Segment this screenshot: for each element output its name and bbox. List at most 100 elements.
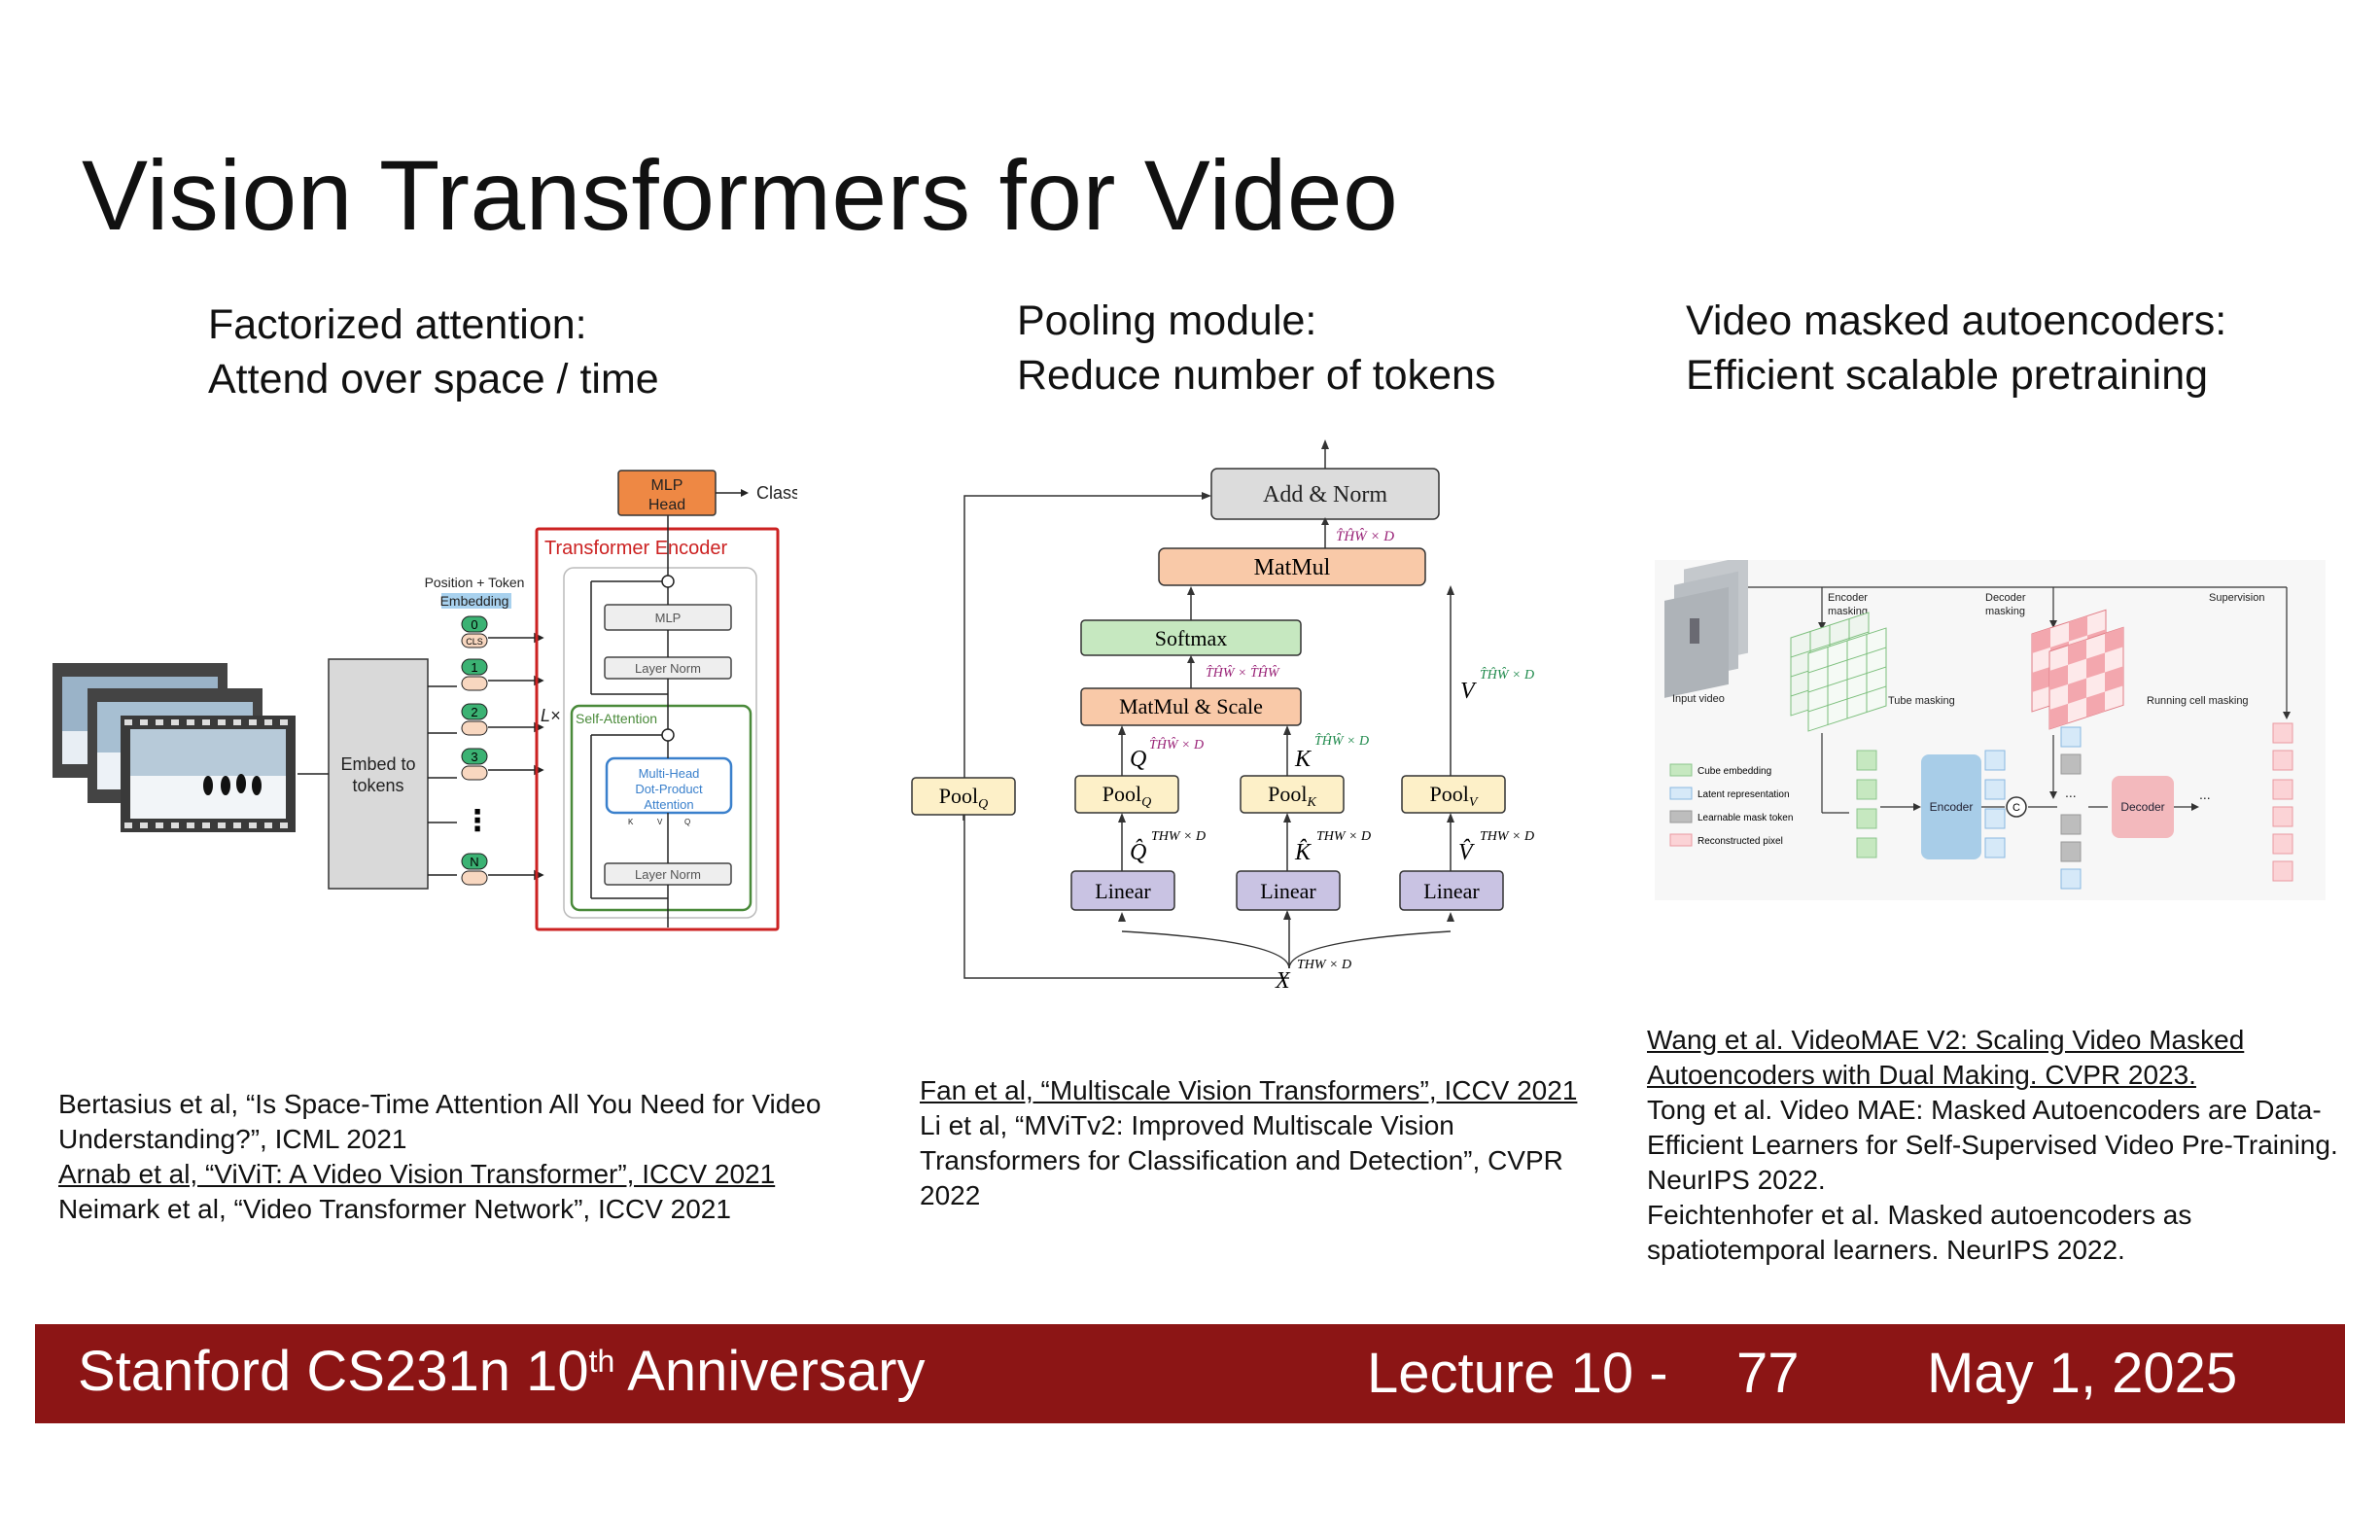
decoder-label: Decoder	[2120, 800, 2164, 814]
col3-heading: Video masked autoencoders: Efficient sca…	[1686, 294, 2226, 402]
ref-link-mvit[interactable]: Fan et al, “Multiscale Vision Transforme…	[920, 1075, 1578, 1105]
k-label: K	[628, 818, 634, 826]
pool-q-box	[1074, 775, 1179, 814]
linear-q-label: Linear	[1095, 879, 1151, 903]
embed-label-1: Embed to	[340, 754, 415, 774]
v-hat: V̂	[1458, 839, 1475, 865]
ref-line: Efficient Learners for Self-Supervised V…	[1647, 1130, 2338, 1160]
mlp-label: MLP	[655, 611, 682, 625]
linear-k-label: Linear	[1260, 879, 1316, 903]
footer-lecture: Lecture 10 -	[1367, 1342, 1668, 1405]
v-symbol: V	[1460, 679, 1477, 704]
pool-q-label: PoolQ	[1102, 782, 1151, 810]
lx-label: L×	[541, 706, 561, 725]
col3-heading-line2: Efficient scalable pretraining	[1686, 352, 2209, 399]
ref-line: Feichtenhofer et al. Masked autoencoders…	[1647, 1200, 2192, 1230]
encoder-masking-label-2: masking	[1828, 606, 1868, 617]
k-dim: T̂ĤŴ × D	[1314, 732, 1369, 749]
ref-link-videomae-v2[interactable]: Wang et al. VideoMAE V2: Scaling Video M…	[1647, 1025, 2245, 1055]
videomae-figure: Input video Encoder masking Decoder mask…	[1655, 560, 2326, 900]
matmul-scale-box	[1080, 687, 1302, 726]
token-n: N	[470, 855, 478, 869]
footer-course-text: Stanford CS231n 10	[78, 1340, 589, 1403]
col1-heading: Factorized attention: Attend over space …	[208, 298, 659, 406]
decoder-masking-label-2: masking	[1985, 606, 2025, 617]
token-1: 1	[471, 660, 477, 675]
ref-line: Li et al, “MViTv2: Improved Multiscale V…	[920, 1110, 1454, 1140]
input-video-image	[1664, 560, 1748, 698]
x-dim: THW × D	[1297, 958, 1351, 972]
legend-mask-token: Learnable mask token	[1698, 813, 1793, 823]
x-symbol: X	[1275, 968, 1291, 994]
matmul-box	[1158, 547, 1426, 586]
legend-reconstructed: Reconstructed pixel	[1698, 836, 1783, 847]
embed-label-2: tokens	[352, 776, 403, 795]
linear-v-box	[1399, 870, 1504, 911]
col2-references: Fan et al, “Multiscale Vision Transforme…	[920, 1073, 1600, 1213]
mha-label-1: Multi-Head	[639, 766, 700, 781]
linear-v-label: Linear	[1423, 879, 1480, 903]
decoder-block	[2112, 776, 2174, 838]
supervision-label: Supervision	[2209, 592, 2264, 604]
ref-line: Tong et al. Video MAE: Masked Autoencode…	[1647, 1095, 2322, 1125]
v-hat-dim: THW × D	[1480, 829, 1534, 844]
running-cell-masking-grid	[2031, 609, 2124, 730]
mha-label-2: Dot-Product	[635, 782, 703, 796]
mvit-figure: Add & Norm T̂ĤŴ × D MatMul Softmax T̂ĤŴ …	[911, 439, 1534, 994]
col3-references: Wang et al. VideoMAE V2: Scaling Video M…	[1647, 1023, 2366, 1268]
ref-line: 2022	[920, 1180, 981, 1210]
k-hat-dim: THW × D	[1316, 829, 1371, 844]
pool-k-label: PoolK	[1268, 782, 1316, 810]
ellipsis-1: ...	[2065, 785, 2077, 800]
ref-line: spatiotemporal learners. NeurIPS 2022.	[1647, 1235, 2125, 1265]
q-symbol: Q	[1130, 747, 1146, 772]
pool-v-box	[1401, 775, 1506, 814]
q-label: Q	[684, 818, 690, 826]
pos-label-2: Embedding	[440, 593, 509, 609]
ref-link-videomae-v2-cont[interactable]: Autoencoders with Dual Making. CVPR 2023…	[1647, 1060, 2196, 1090]
token-cls: CLS	[466, 637, 483, 647]
class-label: Class	[756, 483, 797, 503]
self-attention-box	[570, 704, 752, 912]
ref-link-vivit[interactable]: Arnab et al, “ViViT: A Video Vision Tran…	[58, 1159, 776, 1189]
concat-symbol: C	[2012, 802, 2020, 814]
pos-label: Position + Token	[425, 575, 525, 590]
ref-line: NeurIPS 2022.	[1647, 1165, 1826, 1195]
q-hat-dim: THW × D	[1151, 829, 1206, 844]
softmax-label: Softmax	[1155, 626, 1228, 650]
col2-heading-line2: Reduce number of tokens	[1017, 352, 1496, 399]
encoder-label: Encoder	[1930, 800, 1974, 814]
tube-masking-label: Tube masking	[1888, 695, 1955, 707]
transformer-encoder-box	[535, 527, 780, 931]
linear-k-box	[1236, 870, 1341, 911]
footer-date: May 1, 2025	[1927, 1342, 2238, 1405]
ref-line: Transformers for Classification and Dete…	[920, 1145, 1563, 1175]
matmul-label: MatMul	[1254, 555, 1331, 580]
col2-heading-line1: Pooling module:	[1017, 298, 1317, 344]
col1-references: Bertasius et al, “Is Space-Time Attentio…	[58, 1087, 875, 1227]
col1-heading-line1: Factorized attention:	[208, 301, 587, 348]
video-frames-image	[52, 663, 296, 832]
tube-masking-grid	[1790, 612, 1887, 732]
running-cell-masking-label: Running cell masking	[2147, 695, 2249, 707]
q-dim: T̂ĤŴ × D	[1149, 736, 1204, 752]
pool-q-side-label: PoolQ	[939, 784, 988, 812]
input-video-label: Input video	[1672, 693, 1725, 705]
layer-norm-top: Layer Norm	[635, 661, 701, 676]
decoder-masking-label-1: Decoder	[1985, 592, 2026, 604]
slide-title: Vision Transformers for Video	[82, 140, 1399, 251]
embed-box	[328, 658, 429, 890]
legend: Cube embedding Latent representation Lea…	[1669, 763, 1793, 847]
legend-latent: Latent representation	[1698, 789, 1790, 800]
encoder-title: Transformer Encoder	[544, 538, 728, 559]
softmax-dim: T̂ĤŴ × T̂ĤŴ	[1206, 664, 1280, 681]
footer-course: Stanford CS231n 10th Anniversary	[78, 1344, 925, 1400]
layer-norm-bottom: Layer Norm	[635, 867, 701, 882]
linear-q-box	[1070, 870, 1175, 911]
q-hat: Q̂	[1130, 839, 1146, 865]
footer-course-rest: Anniversary	[614, 1340, 926, 1403]
mlp-head-label-2: Head	[648, 497, 685, 513]
legend-cube-embedding: Cube embedding	[1698, 766, 1771, 777]
vivit-figure: Embed to tokens Position + Token Embeddi…	[52, 470, 797, 931]
ellipsis-2: ...	[2199, 787, 2211, 802]
